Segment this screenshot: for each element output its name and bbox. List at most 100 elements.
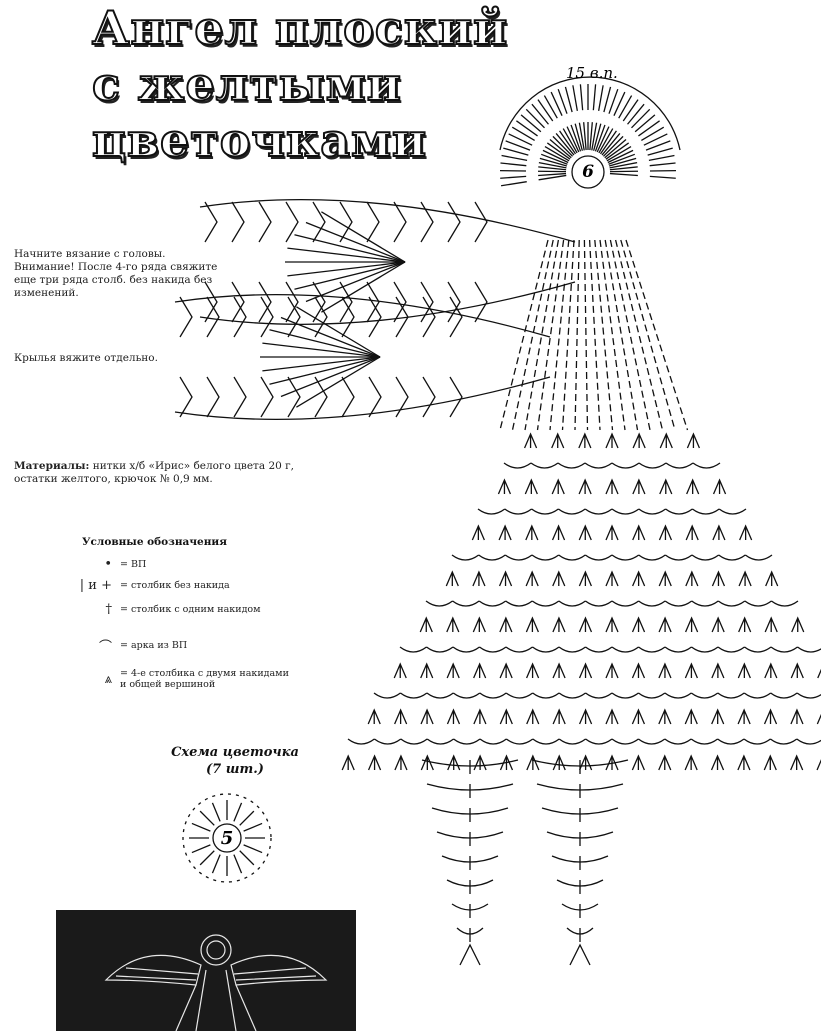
cluster-stitch (523, 432, 538, 449)
cluster-stitch (605, 616, 619, 633)
neck-column (574, 239, 580, 431)
head-stitch (531, 103, 549, 125)
wing-rib (280, 316, 381, 358)
chain-arch (638, 738, 666, 745)
chain-arch (532, 646, 560, 653)
neck-column (604, 239, 639, 431)
legend-text: = столбик с одним накидом (120, 604, 261, 615)
cluster-stitch (578, 478, 592, 495)
wing-feather (312, 201, 326, 323)
cluster-stitch (605, 524, 619, 541)
neck-column (588, 239, 601, 431)
legend-title: Условные обозначения (82, 536, 227, 548)
cluster-stitch (524, 478, 538, 495)
chain-arch (692, 462, 721, 469)
chain-arch (532, 692, 560, 699)
chain-arch (611, 692, 639, 699)
flower-scheme-title: Схема цветочка (7 шт.) (170, 744, 300, 778)
head-stitch (539, 157, 568, 167)
cluster-stitch (578, 524, 592, 541)
cluster-stitch (605, 708, 619, 725)
cluster-stitch (445, 570, 459, 587)
legend-text: = арка из ВП (120, 640, 188, 651)
cluster-stitch (578, 708, 593, 725)
wing-feather (258, 201, 272, 323)
cluster-stitch (763, 708, 778, 725)
cluster-stitch (367, 754, 382, 771)
chain-arch (425, 600, 453, 607)
legend-text: = столбик без накида (120, 580, 230, 591)
cluster-stitch (578, 432, 592, 449)
chain-arch (744, 600, 772, 607)
wing-edge (174, 294, 551, 420)
cluster-stitch (472, 616, 486, 633)
chain-arch (530, 462, 559, 469)
chain-arch (504, 508, 532, 515)
chain-arch (690, 738, 718, 745)
wing-feather (233, 296, 247, 418)
cluster-stitch (605, 662, 619, 679)
cluster-stitch (765, 570, 779, 587)
cluster-stitch (712, 524, 726, 541)
cluster-stitch (552, 754, 566, 771)
cluster-stitch (711, 662, 725, 679)
cluster-stitch (658, 708, 672, 725)
cluster-stitch (631, 754, 645, 771)
chain-arch (505, 600, 533, 607)
head-stitch (503, 147, 529, 156)
wing-rib (280, 356, 381, 398)
flower-stitch (199, 850, 215, 866)
chain-arch (664, 692, 692, 699)
chain-arch (585, 738, 613, 745)
cluster-stitch (659, 432, 673, 449)
cluster-stitch (790, 754, 804, 771)
chain-arch (558, 646, 586, 653)
chain-arch (717, 692, 745, 699)
wing-rib (262, 342, 381, 358)
chain-arch (638, 462, 667, 469)
chain-arch (796, 738, 821, 745)
wing-feather (206, 296, 220, 418)
chain-arch (400, 692, 428, 699)
head-stitch (627, 103, 645, 125)
chain-arch (638, 692, 666, 699)
neck-column (524, 239, 560, 431)
body-chart (341, 239, 821, 966)
cluster-stitch (790, 662, 804, 679)
wings-note: Крылья вяжите отдельно. (14, 352, 158, 364)
head-stitch (542, 149, 569, 164)
head-stitch (566, 126, 580, 153)
cluster-stitch-symbol: ⩓ (104, 671, 112, 687)
instructions: Начните вязание с головы. Внимание! Посл… (14, 248, 217, 300)
wing-rib (321, 261, 406, 313)
cluster-stitch (552, 570, 566, 587)
chain-arch (611, 462, 640, 469)
cluster-stitch (790, 708, 804, 725)
chain-arch (400, 738, 428, 745)
chain-arch (691, 646, 719, 653)
head-stitch (505, 140, 531, 151)
instructions-line-2: Внимание! После 4-го ряда свяжите (14, 261, 218, 273)
head-stitch (591, 122, 598, 151)
cluster-stitch (525, 616, 539, 633)
head-stitch (596, 126, 610, 153)
cluster-stitch (631, 708, 646, 725)
chain-arch (585, 646, 613, 653)
cluster-stitch (526, 708, 540, 725)
wing-rib (305, 221, 406, 263)
page-title: Ангел плоский с желтыми цветочками (91, 0, 532, 168)
wing-feather (204, 201, 218, 323)
wing-rib (305, 261, 406, 303)
head-stitch (608, 88, 619, 114)
chain-arch (638, 554, 666, 561)
chain-arch (453, 738, 481, 745)
wing-feather (179, 296, 193, 418)
head-stitch (538, 161, 567, 169)
head-stitch (603, 86, 612, 113)
cluster-stitch (658, 616, 672, 633)
head-stitch (550, 91, 563, 116)
head-stitch (589, 122, 593, 151)
flower-stitch (233, 802, 243, 822)
cluster-stitch (525, 662, 540, 679)
